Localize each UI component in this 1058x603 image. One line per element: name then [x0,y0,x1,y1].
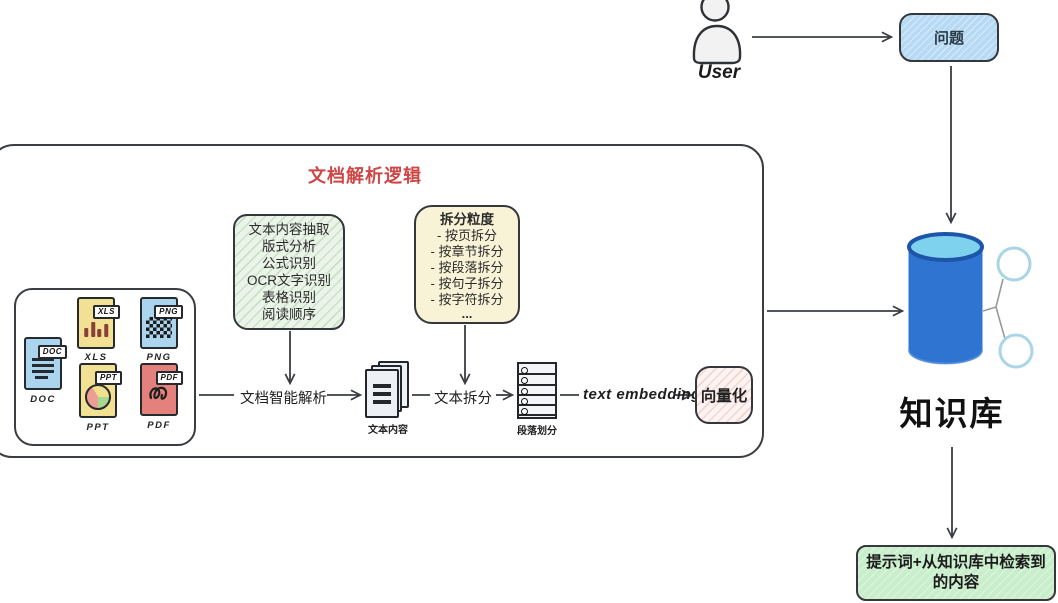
capability-item: 文本内容抽取 [248,222,330,237]
pdf-file-tag: PDF [155,371,183,385]
granularity-item: - 按字符拆分 [430,291,504,307]
granularity-item: - 按句子拆分 [430,275,504,291]
pdf-ribbon-glyph [146,381,172,410]
ppt-file-label: PPT [86,422,110,433]
doc-stack-icon [365,361,413,421]
pipeline-container [0,144,764,458]
paragraph-list-icon [517,362,557,419]
input-files-group: DOC DOC XLS XLS PNG PNG PPT PPT PDF [14,288,196,446]
capability-item: 表格识别 [262,290,316,305]
capability-item: 公式识别 [262,256,316,271]
granularity-item: - 按页拆分 [437,227,497,243]
granularity-title: 拆分粒度 [440,211,494,227]
pie-chart-glyph [85,384,111,410]
pdf-file-label: PDF [147,420,171,431]
png-file-label: PNG [146,352,172,363]
xls-file-tag: XLS [92,305,120,319]
pdf-file-icon: PDF [140,363,183,416]
database-cylinder-icon [907,232,984,365]
xls-file-label: XLS [84,352,108,363]
granularity-item: - 按章节拆分 [430,243,504,259]
pipeline-title: 文档解析逻辑 [308,166,422,186]
result-box: 提示词+从知识库中检索到的内容 [856,545,1056,601]
node-circle-top [996,246,1032,282]
question-label: 问题 [933,30,964,47]
capability-item: OCR文字识别 [247,273,331,288]
node-circle-bottom [998,333,1034,369]
capabilities-box: 文本内容抽取 版式分析 公式识别 OCR文字识别 表格识别 阅读顺序 [233,214,345,330]
granularity-box: 拆分粒度 - 按页拆分 - 按章节拆分 - 按段落拆分 - 按句子拆分 - 按字… [414,205,520,324]
vectorize-box: 向量化 [695,366,753,424]
parse-step-label: 文档智能解析 [240,391,327,407]
png-file-tag: PNG [154,305,183,319]
network-branch-icon [982,246,1034,369]
question-box: 问题 [899,13,999,62]
result-label: 提示词+从知识库中检索到的内容 [866,553,1046,591]
text-lines-glyph [32,355,54,383]
split-step-label: 文本拆分 [434,391,492,407]
ppt-file-icon: PPT [79,363,122,418]
knowledge-base-label: 知识库 [899,395,1005,432]
png-file-icon: PNG [140,297,183,349]
vectorize-label: 向量化 [700,388,748,405]
ppt-file-tag: PPT [94,371,122,385]
user-icon [692,0,742,65]
capability-item: 版式分析 [262,239,316,254]
paragraph-caption: 段落划分 [517,426,557,437]
xls-file-icon: XLS [77,297,120,349]
bar-chart-glyph [84,322,108,337]
doc-stack-caption: 文本内容 [368,425,408,436]
doc-file-label: DOC [30,394,56,405]
granularity-item: - 按段落拆分 [430,259,504,275]
granularity-ellipsis: ... [461,305,473,321]
capability-item: 阅读顺序 [262,307,316,322]
embedding-label: text embedding [583,386,701,403]
user-label: User [697,62,741,83]
pixel-grid-glyph [146,317,172,338]
doc-file-icon: DOC [24,337,67,390]
